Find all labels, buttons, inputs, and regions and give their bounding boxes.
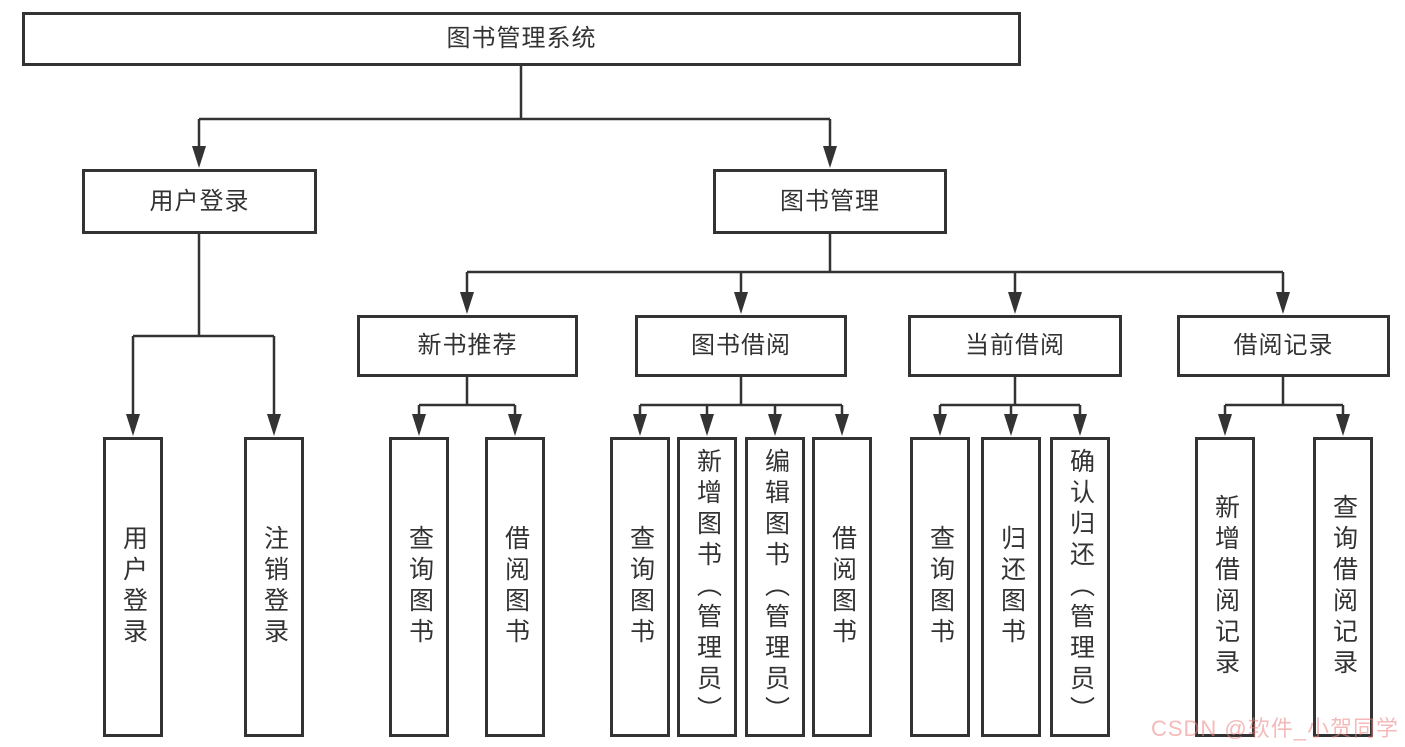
node-query-books-borrowing: 查询图书 — [610, 437, 670, 737]
node-borrow-books-recommend: 借阅图书 — [485, 437, 545, 737]
node-library-management-system: 图书管理系统 — [22, 12, 1021, 66]
node-add-borrow-record: 新增借阅记录 — [1195, 437, 1255, 737]
node-logout-leaf: 注销登录 — [244, 437, 304, 737]
node-query-borrow-record: 查询借阅记录 — [1313, 437, 1373, 737]
csdn-watermark: CSDN @软件_小贺同学 — [1150, 716, 1399, 741]
node-add-books-admin: 新增图书（管理员） — [677, 437, 737, 737]
node-borrowing-records: 借阅记录 — [1177, 315, 1390, 377]
node-query-books-current: 查询图书 — [910, 437, 970, 737]
node-new-book-recommendation: 新书推荐 — [357, 315, 578, 377]
node-edit-books-admin: 编辑图书（管理员） — [745, 437, 805, 737]
node-borrow-books-leaf: 借阅图书 — [812, 437, 872, 737]
node-user-login-leaf: 用户登录 — [103, 437, 163, 737]
node-book-management: 图书管理 — [713, 169, 947, 234]
node-query-books-recommend: 查询图书 — [389, 437, 449, 737]
node-current-borrowing: 当前借阅 — [908, 315, 1122, 377]
node-user-login: 用户登录 — [82, 169, 317, 234]
node-book-borrowing: 图书借阅 — [635, 315, 847, 377]
node-return-books: 归还图书 — [981, 437, 1041, 737]
node-confirm-return-admin: 确认归还（管理员） — [1050, 437, 1110, 737]
